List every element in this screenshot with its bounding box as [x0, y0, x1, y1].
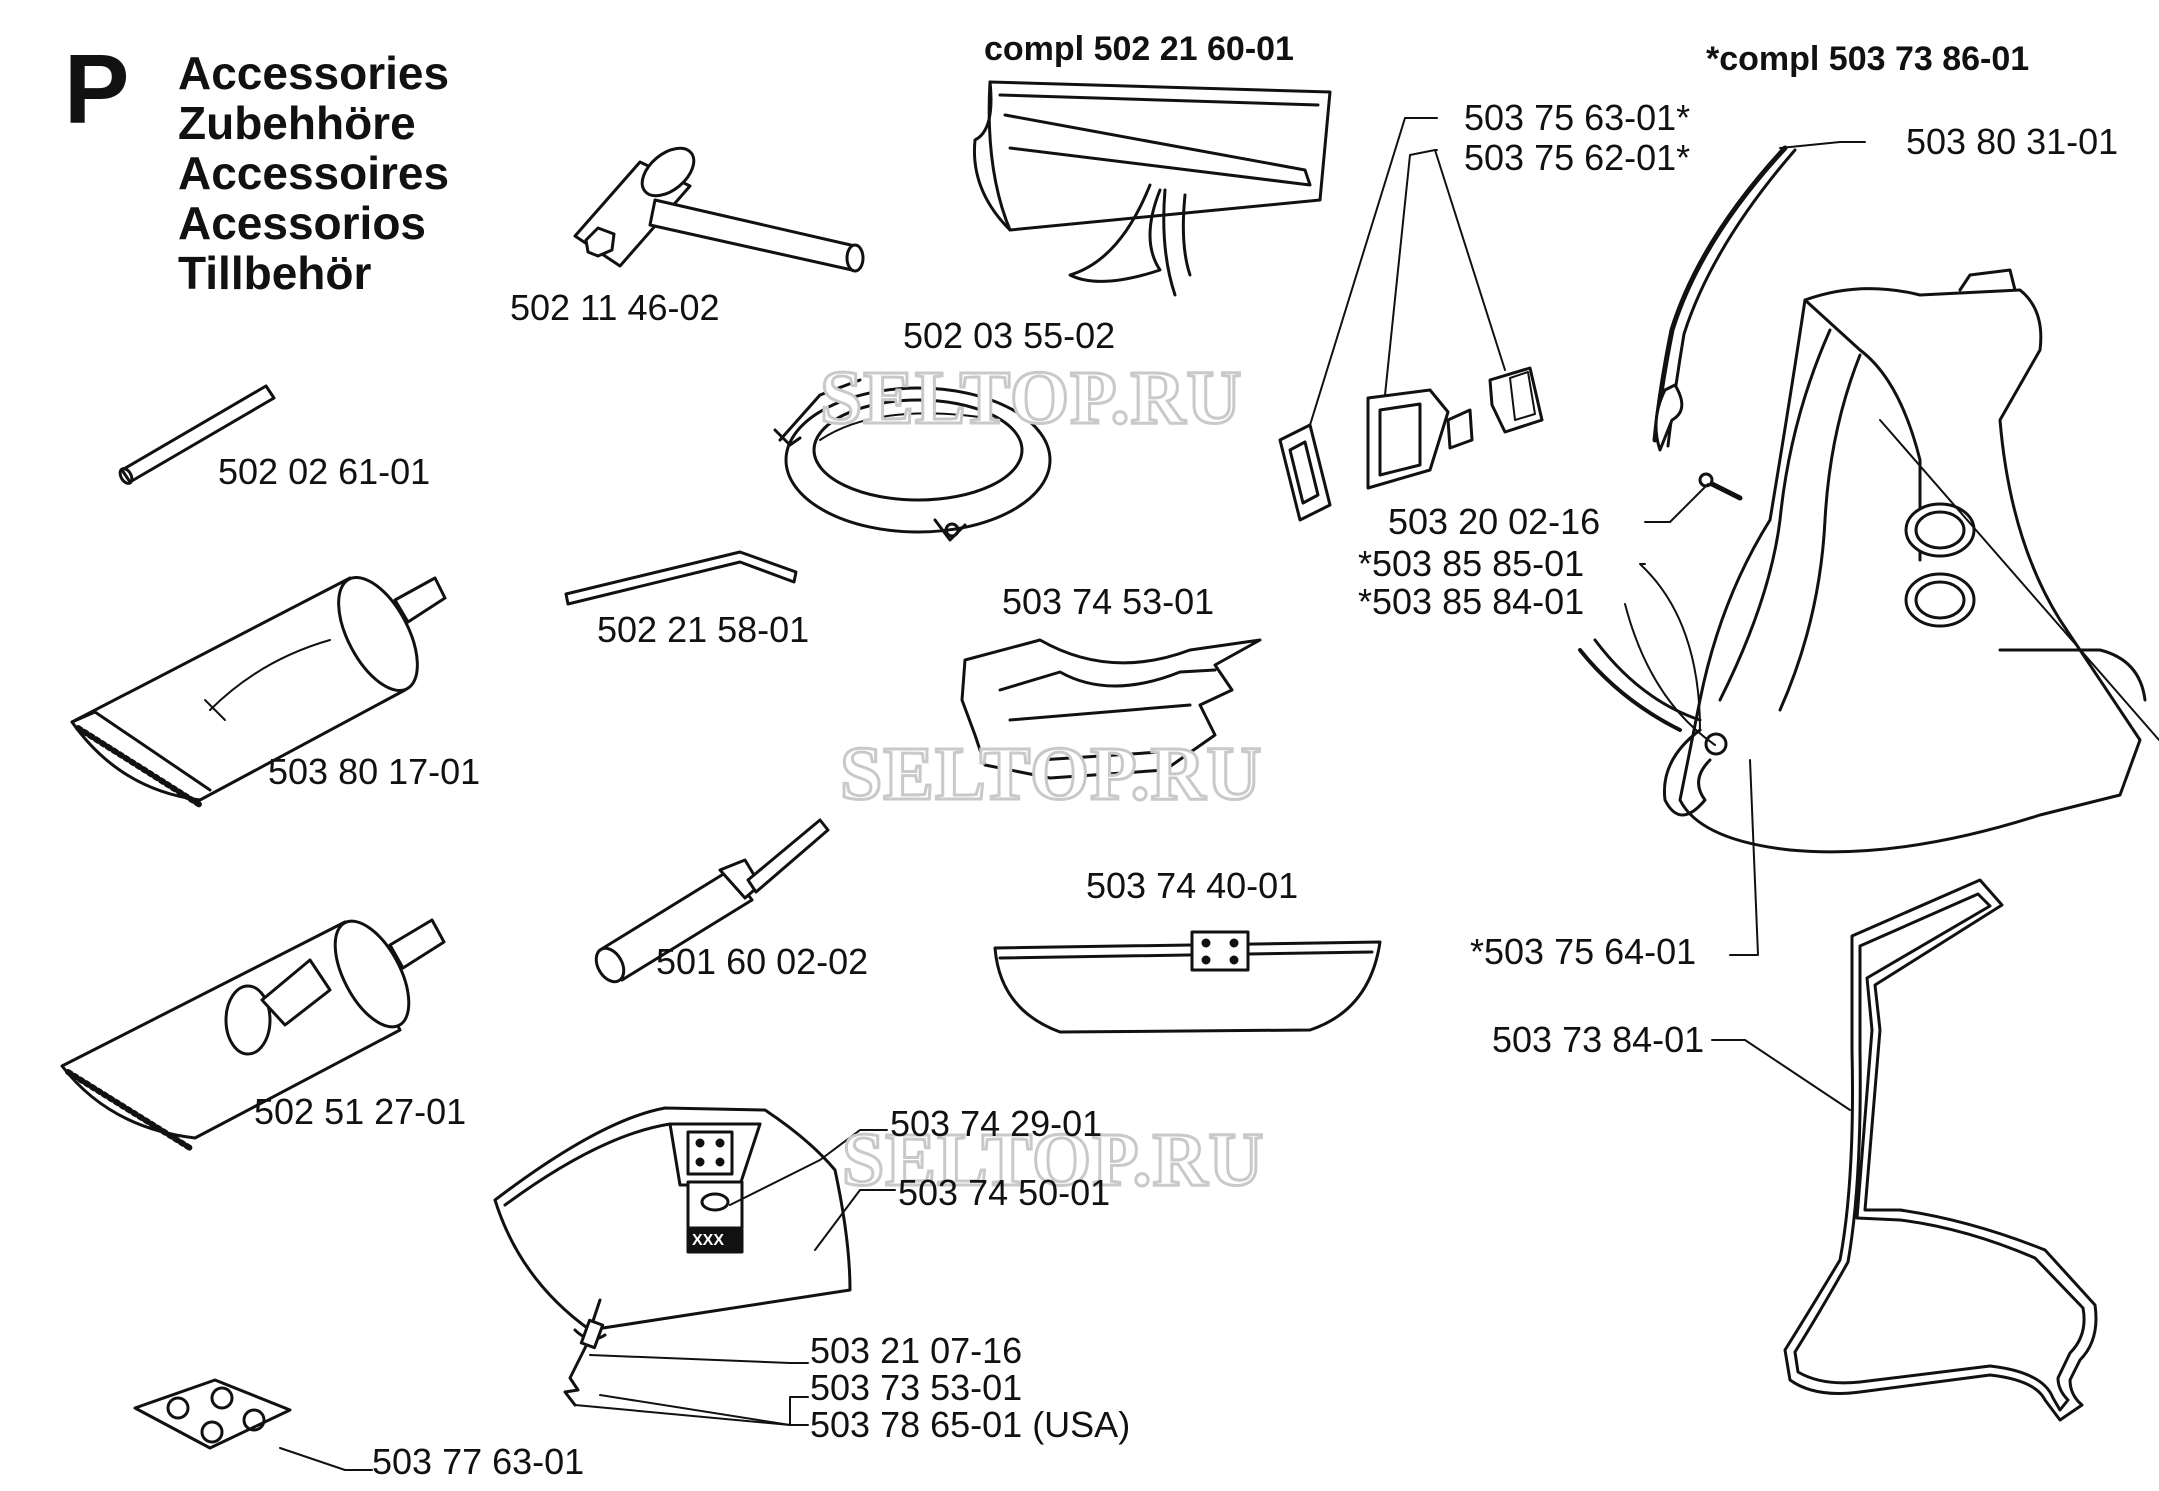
blade-guard-drawing: [960, 638, 1262, 780]
grease-tube-drawing: [70, 575, 447, 808]
part-label-503-77-63-01: 503 77 63-01: [372, 1441, 585, 1482]
file-drawing: [594, 818, 830, 984]
rod-drawing: [118, 384, 276, 485]
part-label-503-75-62-01: 503 75 62-01*: [1464, 137, 1691, 178]
frame-drawing: [1783, 878, 2098, 1422]
part-label-503-75-64-01: *503 75 64-01: [1470, 931, 1697, 972]
part-label-503-74-40-01: 503 74 40-01: [1086, 865, 1299, 906]
buckle-slide-drawing: [1278, 423, 1332, 522]
bag-kit-label: compl 502 21 60-01: [984, 30, 1294, 68]
pad-drawing: [133, 1378, 292, 1450]
harness-screw-drawing: [1698, 472, 1743, 501]
trimmer-guard-drawing: [493, 1106, 852, 1341]
harness-drawing: [1578, 268, 2159, 854]
watermark: SELTOP.RU: [838, 732, 1263, 816]
part-label-503-85-85-01: *503 85 85-01: [1358, 543, 1585, 584]
section-title-fr: Accessoires: [178, 147, 450, 199]
part-label-501-60-02-02: 501 60 02-02: [656, 941, 869, 982]
guard-cover-drawing: [993, 930, 1382, 1034]
part-label-503-74-29-01: 503 74 29-01: [890, 1103, 1103, 1144]
part-label-502-03-55-02: 502 03 55-02: [903, 315, 1116, 356]
section-letter: P: [64, 34, 130, 144]
part-label-503-73-53-01: 503 73 53-01: [810, 1367, 1023, 1408]
spool-ring-drawing: [773, 378, 1052, 542]
part-label-502-02-61-01: 502 02 61-01: [218, 451, 431, 492]
harness-kit-label: *compl 503 73 86-01: [1706, 40, 2030, 78]
buckle-drawing: [1366, 366, 1544, 490]
watermark: SELTOP.RU: [818, 356, 1243, 440]
part-label-503-74-50-01: 503 74 50-01: [898, 1172, 1111, 1213]
section-title-de: Zubehhöre: [178, 97, 416, 149]
part-label-503-85-84-01: *503 85 84-01: [1358, 581, 1585, 622]
grease-tube-nozzle-drawing: [60, 918, 446, 1151]
part-label-503-20-02-16: 503 20 02-16: [1388, 501, 1601, 542]
hex-key-drawing: [564, 550, 798, 606]
part-label-502-21-58-01: 502 21 58-01: [597, 609, 810, 650]
leader-lines: [279, 117, 1866, 1471]
combination-wrench-drawing: [573, 146, 865, 273]
screw-drawing: [563, 1318, 605, 1407]
part-label-502-51-27-01: 502 51 27-01: [254, 1091, 467, 1132]
guard-mark-text: XXX: [692, 1232, 725, 1249]
shoulder-strap-drawing: [1652, 145, 1797, 452]
section-title-pt: Acessorios: [178, 197, 427, 249]
part-label-503-80-31-01: 503 80 31-01: [1906, 121, 2119, 162]
part-label-502-11-46-02: 502 11 46-02: [510, 287, 720, 328]
bag-drawing: [972, 80, 1332, 297]
section-title-en: Accessories: [178, 47, 450, 99]
part-label-503-80-17-01: 503 80 17-01: [268, 751, 481, 792]
part-label-503-78-65-01-usa: 503 78 65-01 (USA): [810, 1404, 1131, 1445]
part-label-503-73-84-01: 503 73 84-01: [1492, 1019, 1705, 1060]
watermark: SELTOP.RU: [840, 1118, 1265, 1202]
section-title-sv: Tillbehör: [178, 247, 372, 299]
part-label-503-21-07-16: 503 21 07-16: [810, 1330, 1023, 1371]
part-label-503-75-63-01: 503 75 63-01*: [1464, 97, 1691, 138]
part-label-503-74-53-01: 503 74 53-01: [1002, 581, 1215, 622]
